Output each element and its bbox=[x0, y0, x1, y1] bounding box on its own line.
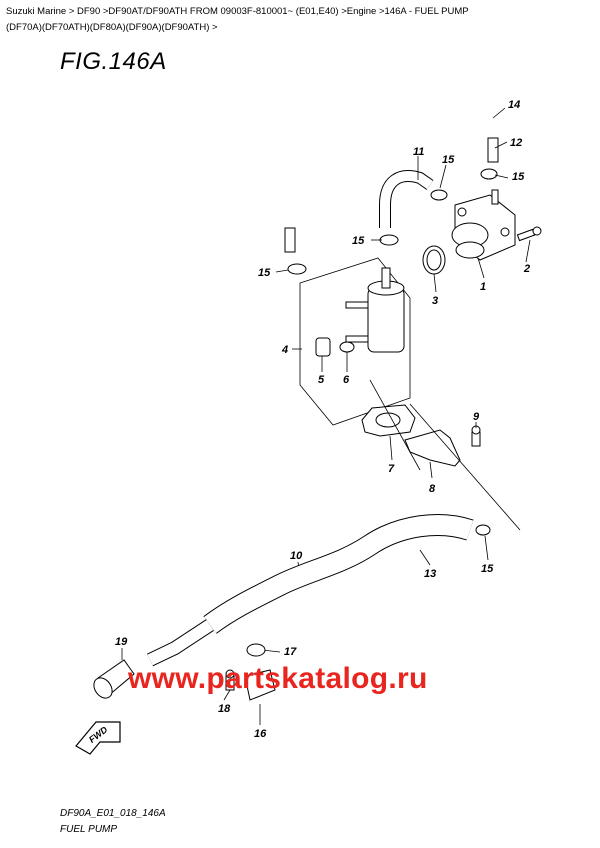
watermark-text[interactable]: www.partskatalog.ru bbox=[128, 662, 428, 695]
callout-19: 19 bbox=[115, 636, 128, 648]
clamp-17 bbox=[246, 643, 266, 657]
fwd-arrow-icon: FWD bbox=[75, 721, 121, 755]
callout-16: 16 bbox=[254, 728, 267, 740]
callout-5: 5 bbox=[318, 374, 325, 386]
callout-15-d: 15 bbox=[258, 267, 271, 279]
callout-4: 4 bbox=[281, 344, 288, 356]
callout-15-b: 15 bbox=[512, 171, 525, 183]
figure-name: FUEL PUMP bbox=[60, 824, 118, 835]
callout-17: 17 bbox=[284, 646, 297, 658]
callout-9: 9 bbox=[473, 411, 480, 423]
fuel-filter bbox=[345, 267, 405, 353]
callout-6: 6 bbox=[343, 374, 350, 386]
fuel-connector bbox=[93, 659, 135, 699]
bracket-16 bbox=[244, 669, 276, 701]
bolt-2 bbox=[516, 226, 542, 242]
callout-13: 13 bbox=[424, 568, 436, 580]
callout-8: 8 bbox=[429, 483, 436, 495]
bolt-18 bbox=[225, 669, 235, 691]
callout-15-a: 15 bbox=[442, 154, 455, 166]
plug-5 bbox=[315, 337, 331, 357]
elbow-hose bbox=[379, 170, 434, 228]
bracket-7 bbox=[361, 404, 416, 437]
callout-numbers: 14 12 11 15 15 15 15 1 3 2 4 5 6 9 7 8 1… bbox=[115, 99, 530, 740]
callout-10: 10 bbox=[290, 550, 303, 562]
filter-assembly-box bbox=[299, 257, 411, 426]
clip-6 bbox=[339, 341, 355, 353]
figure-code: DF90A_E01_018_146A bbox=[60, 808, 166, 819]
callout-12: 12 bbox=[510, 137, 522, 149]
hose-clamps bbox=[287, 168, 498, 536]
upper-fuel-hose bbox=[284, 76, 499, 253]
fuel-pump-body bbox=[451, 189, 516, 261]
figure-title: FIG.146A bbox=[60, 48, 167, 75]
breadcrumb-line-2[interactable]: (DF70A)(DF70ATH)(DF80A)(DF90A)(DF90ATH) … bbox=[6, 22, 218, 33]
callout-7: 7 bbox=[388, 463, 395, 475]
callout-15-c: 15 bbox=[352, 235, 365, 247]
lower-fuel-hose bbox=[146, 514, 474, 667]
callout-2: 2 bbox=[523, 263, 530, 275]
callout-14: 14 bbox=[508, 99, 520, 111]
callout-11: 11 bbox=[413, 146, 424, 158]
callout-15-e: 15 bbox=[481, 563, 494, 575]
callout-3: 3 bbox=[432, 295, 438, 307]
bolt-9 bbox=[471, 425, 481, 447]
leader-lines bbox=[121, 107, 531, 725]
callout-18: 18 bbox=[218, 703, 231, 715]
bracket-8 bbox=[404, 429, 461, 467]
breadcrumb-line-1[interactable]: Suzuki Marine > DF90 >DF90AT/DF90ATH FRO… bbox=[6, 6, 469, 17]
callout-1: 1 bbox=[480, 281, 486, 293]
